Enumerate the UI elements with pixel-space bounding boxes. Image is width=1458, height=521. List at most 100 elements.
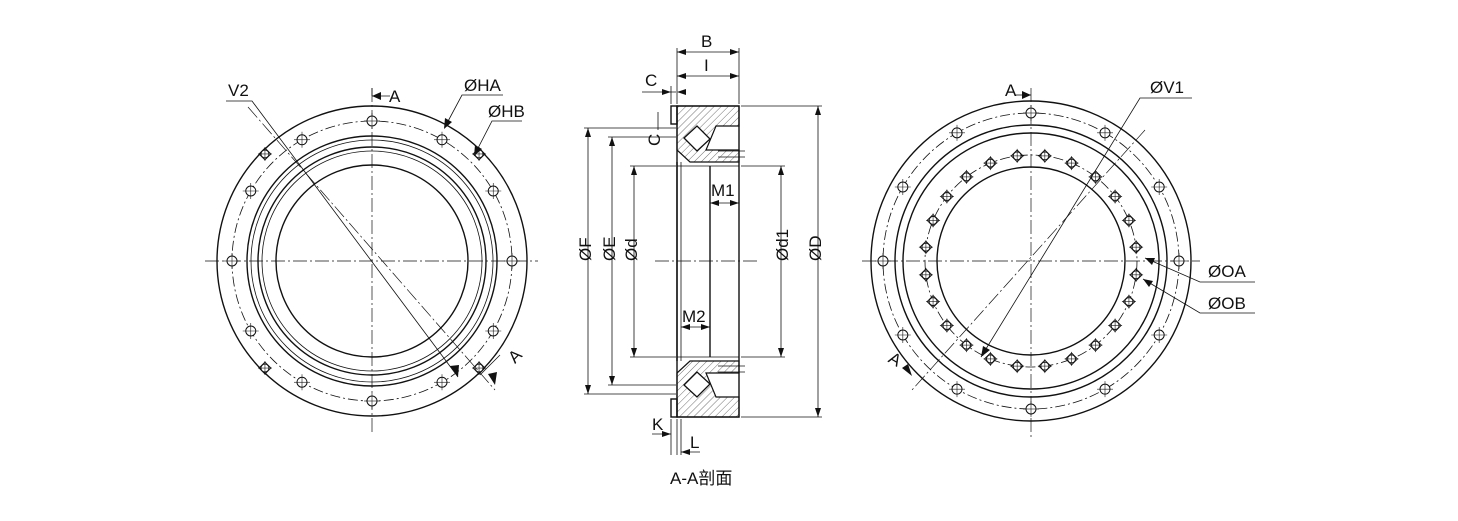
front-step-circle-3 xyxy=(257,146,487,376)
back-label-oa: ØOA xyxy=(1208,262,1246,281)
section-dim-b-arrow-r xyxy=(730,49,739,55)
front-view: V2 A ØHA ØHB A xyxy=(205,76,538,432)
section-label-d1: Ød1 xyxy=(773,229,792,261)
front-step-circle-1 xyxy=(246,135,498,387)
section-dim-f-arrow-b xyxy=(585,385,591,394)
section-flange-bottom xyxy=(670,398,678,418)
back-inner-bolt-hole xyxy=(1108,189,1123,204)
section-dim-i-arrow-l xyxy=(677,73,686,79)
back-arrow-bottom xyxy=(902,364,912,376)
back-inner-bolt-hole xyxy=(1010,359,1025,374)
section-label-l: L xyxy=(690,433,699,452)
back-inner-bolt-hole xyxy=(1108,318,1123,333)
back-inner-bolt-hole xyxy=(1129,240,1144,255)
front-v2-arrow xyxy=(450,365,459,377)
back-step-circle-2 xyxy=(902,132,1160,390)
front-ha-arrow xyxy=(444,118,452,129)
section-dim-c-arrow2 xyxy=(677,89,686,95)
back-inner-bolt-hole xyxy=(918,267,933,282)
back-inner-bolt-hole xyxy=(983,156,998,171)
section-dim-m2-arrow-l xyxy=(681,324,690,330)
front-hb-leader xyxy=(475,120,522,153)
back-inner-bolt-hole xyxy=(1129,267,1144,282)
front-label-a-top: A xyxy=(389,87,401,106)
back-oa-arrow xyxy=(1145,258,1155,265)
front-hb-arrow xyxy=(474,145,482,156)
back-label-a-top: A xyxy=(1005,81,1017,100)
section-dim-e-arrow-b xyxy=(609,376,615,385)
back-inner-bolt-circle xyxy=(924,154,1138,368)
back-oa-leader xyxy=(1144,257,1255,283)
front-label-a-bottom: A xyxy=(504,345,526,367)
section-label-m2: M2 xyxy=(682,307,706,326)
section-dim-l-arrow xyxy=(681,449,690,455)
section-dim-f-arrow-t xyxy=(585,128,591,137)
section-caption: A-A剖面 xyxy=(670,469,732,488)
back-inner-bolt-hole xyxy=(1010,148,1025,163)
back-outer-bolt-hole xyxy=(894,327,911,343)
back-outer-bolt-hole xyxy=(875,253,891,269)
back-v1-leader xyxy=(980,97,1192,358)
front-section-arrow-bottom xyxy=(479,354,501,376)
section-dim-i-arrow-r xyxy=(730,73,739,79)
front-label-v2: V2 xyxy=(228,81,249,100)
section-label-e: ØE xyxy=(600,236,619,261)
back-outer-bolt-hole xyxy=(1023,401,1039,417)
back-outer-bolt-hole xyxy=(1023,105,1039,121)
front-bolt-hole xyxy=(242,323,259,339)
front-bolt-hole xyxy=(504,253,520,269)
back-step-circle-1 xyxy=(894,124,1168,398)
back-arrow-top xyxy=(1022,91,1031,99)
section-flange-top xyxy=(670,105,678,125)
section-roller-top xyxy=(683,125,711,152)
front-bolt-hole xyxy=(485,183,502,199)
front-v2-leader xyxy=(226,100,459,378)
back-inner-bolt-hole xyxy=(983,351,998,366)
back-inner-bolt-hole xyxy=(1121,294,1136,309)
back-inner-bolt-hole xyxy=(926,294,941,309)
front-arrow-bottom xyxy=(488,372,497,385)
section-label-d: Ød xyxy=(622,238,641,261)
section-dim-D-arrow-b xyxy=(815,408,821,417)
back-holes xyxy=(875,105,1187,417)
back-v1-arrow xyxy=(981,346,990,357)
back-outer-bolt-hole xyxy=(1171,253,1187,269)
back-outer-bolt-hole xyxy=(894,179,911,195)
front-outer-circle xyxy=(216,105,528,417)
back-outer-bolt-hole xyxy=(1097,124,1113,141)
back-outer-circle xyxy=(870,100,1192,422)
back-inner-bolt-hole xyxy=(1088,169,1103,184)
section-race-bottom xyxy=(676,360,740,418)
section-label-D: ØD xyxy=(806,236,825,262)
back-outer-bolt-hole xyxy=(1151,179,1168,195)
section-label-k: K xyxy=(652,415,664,434)
back-outer-bolt-hole xyxy=(1097,381,1113,398)
back-ob-leader xyxy=(1142,278,1255,314)
front-section-line xyxy=(247,106,496,391)
back-inner-bolt-hole xyxy=(1037,359,1052,374)
front-label-ha: ØHA xyxy=(464,76,502,95)
section-dim-k-arrow xyxy=(662,431,671,437)
section-label-m1: M1 xyxy=(711,181,735,200)
front-bolt-hole xyxy=(364,113,380,129)
back-label-v1: ØV1 xyxy=(1150,78,1184,97)
back-ob-arrow xyxy=(1143,279,1153,287)
front-tapped-hole xyxy=(257,146,272,161)
back-inner-bolt-hole xyxy=(1088,338,1103,353)
section-dim-e-arrow-t xyxy=(609,137,615,146)
back-inner-bolt-hole xyxy=(939,318,954,333)
front-tapped-hole xyxy=(472,361,487,376)
section-dim-d1-arrow-b xyxy=(778,348,784,357)
back-label-a-bottom: A xyxy=(885,348,905,370)
section-dim-D-arrow-t xyxy=(815,106,821,115)
back-inner-bolt-hole xyxy=(939,189,954,204)
front-bolt-hole xyxy=(294,374,310,391)
section-dim-m1-arrow-r xyxy=(730,200,739,206)
back-inner-bolt-hole xyxy=(1064,156,1079,171)
back-inner-bolt-hole xyxy=(926,213,941,228)
section-race-top xyxy=(676,105,740,163)
section-view: B I C C ØF ØE Ød xyxy=(576,32,825,488)
back-inner-bolt-hole xyxy=(1121,213,1136,228)
front-bolt-hole xyxy=(364,393,380,409)
